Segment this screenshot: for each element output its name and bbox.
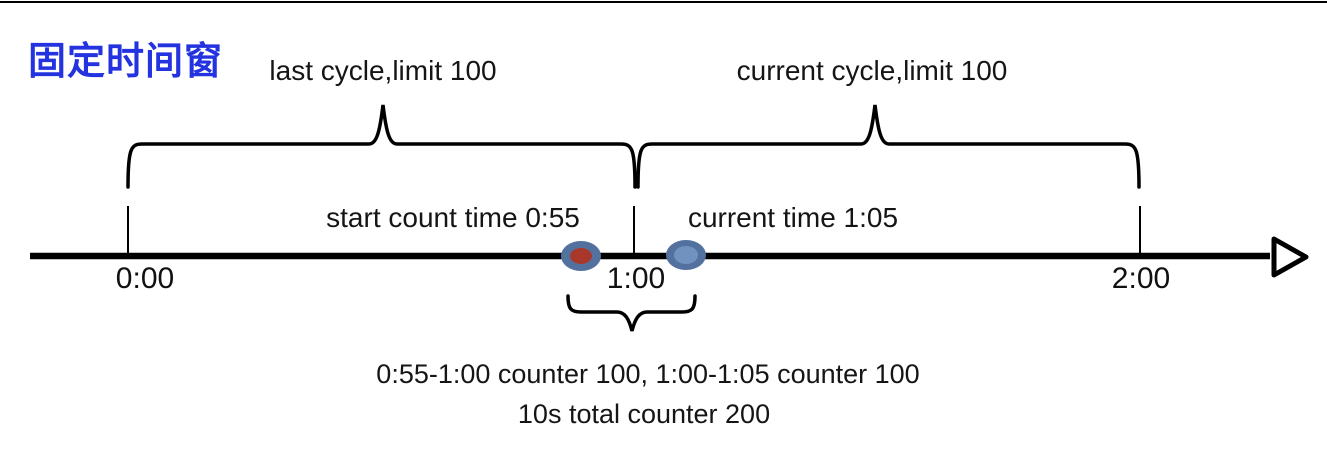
- diagram-title: 固定时间窗: [28, 41, 224, 83]
- tick-label-0-00: 0:00: [115, 262, 175, 295]
- start-count-marker: [561, 241, 601, 271]
- last-cycle-brace: [126, 104, 637, 189]
- top-divider-line: [0, 1, 1327, 3]
- start-count-label: start count time 0:55: [326, 202, 580, 233]
- tick-label-1-00: 1:00: [606, 262, 666, 295]
- current-time-marker: [666, 240, 706, 270]
- timeline-arrow-icon: [1271, 236, 1309, 278]
- tick-label-2-00: 2:00: [1111, 262, 1171, 295]
- current-cycle-label: current cycle,limit 100: [736, 55, 1008, 86]
- current-cycle-brace: [636, 104, 1141, 189]
- last-cycle-label: last cycle,limit 100: [269, 55, 497, 86]
- counting-span-brace: [566, 294, 697, 332]
- counter-summary-line: 0:55-1:00 counter 100, 1:00-1:05 counter…: [376, 359, 920, 389]
- total-counter-line: 10s total counter 200: [517, 399, 771, 429]
- current-time-label: current time 1:05: [687, 202, 899, 233]
